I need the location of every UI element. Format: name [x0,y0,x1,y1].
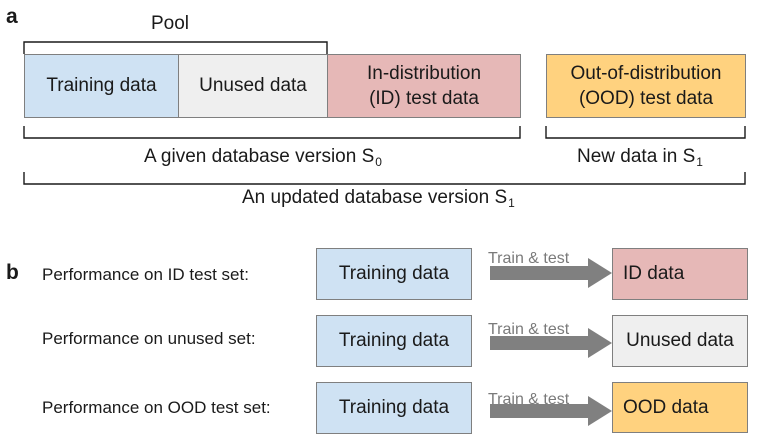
id-data-label: ID data [623,263,685,285]
training-data-label: Training data [46,75,157,97]
unused-data-label: Unused data [199,75,307,97]
id-test-data-box: In-distribution (ID) test data [327,54,521,118]
new-data-caption: New data in S1 [577,147,703,168]
row-label-unused: Performance on unused set: [42,329,256,348]
ood-test-data-box: Out-of-distribution (OOD) test data [546,54,746,118]
s0-caption-text: A given database version S [144,146,375,167]
unused-data-box: Unused data [178,54,328,118]
arrow-2 [490,328,612,358]
id-data-box: ID data [612,248,748,300]
new-data-subscript: 1 [696,155,703,169]
row2-training-box: Training data [316,315,472,367]
s0-subscript: 0 [375,155,382,169]
new-data-caption-text: New data in S [577,146,696,167]
row3-arrow-label: Train & test [488,391,570,408]
pool-label: Pool [151,13,190,34]
row3-training-box: Training data [316,382,472,434]
training-data-box: Training data [24,54,179,118]
ood-box-line-1: Out-of-distribution [570,62,722,84]
s0-caption: A given database version S0 [144,147,382,168]
arrow-1 [490,258,612,288]
s1-bracket [23,172,746,185]
ood-box-line-2: (OOD) test data [578,88,714,109]
id-box-line-2: (ID) test data [369,88,479,109]
pool-bracket [23,41,328,54]
row2-arrow-label: Train & test [488,321,570,338]
row2-training-label: Training data [338,330,450,352]
panel-b-letter: b [6,261,19,284]
row1-training-label: Training data [338,263,450,285]
id-box-line-1: In-distribution [366,62,482,84]
row3-training-label: Training data [338,397,450,419]
arrow-3 [490,396,612,426]
row1-arrow-label: Train & test [488,250,570,267]
unused-data-box-b: Unused data [612,315,748,367]
s0-bracket [23,126,521,139]
panel-a-letter: a [6,5,18,28]
unused-data-label-b: Unused data [626,330,734,352]
s1-caption: An updated database version S1 [242,188,515,209]
new-data-bracket [545,126,746,139]
s1-subscript: 1 [508,196,515,210]
row-label-ood: Performance on OOD test set: [42,398,271,417]
ood-data-box: OOD data [612,382,748,433]
s1-caption-text: An updated database version S [242,187,508,208]
ood-data-label: OOD data [623,396,709,418]
row1-training-box: Training data [316,248,472,300]
row-label-id: Performance on ID test set: [42,265,249,284]
